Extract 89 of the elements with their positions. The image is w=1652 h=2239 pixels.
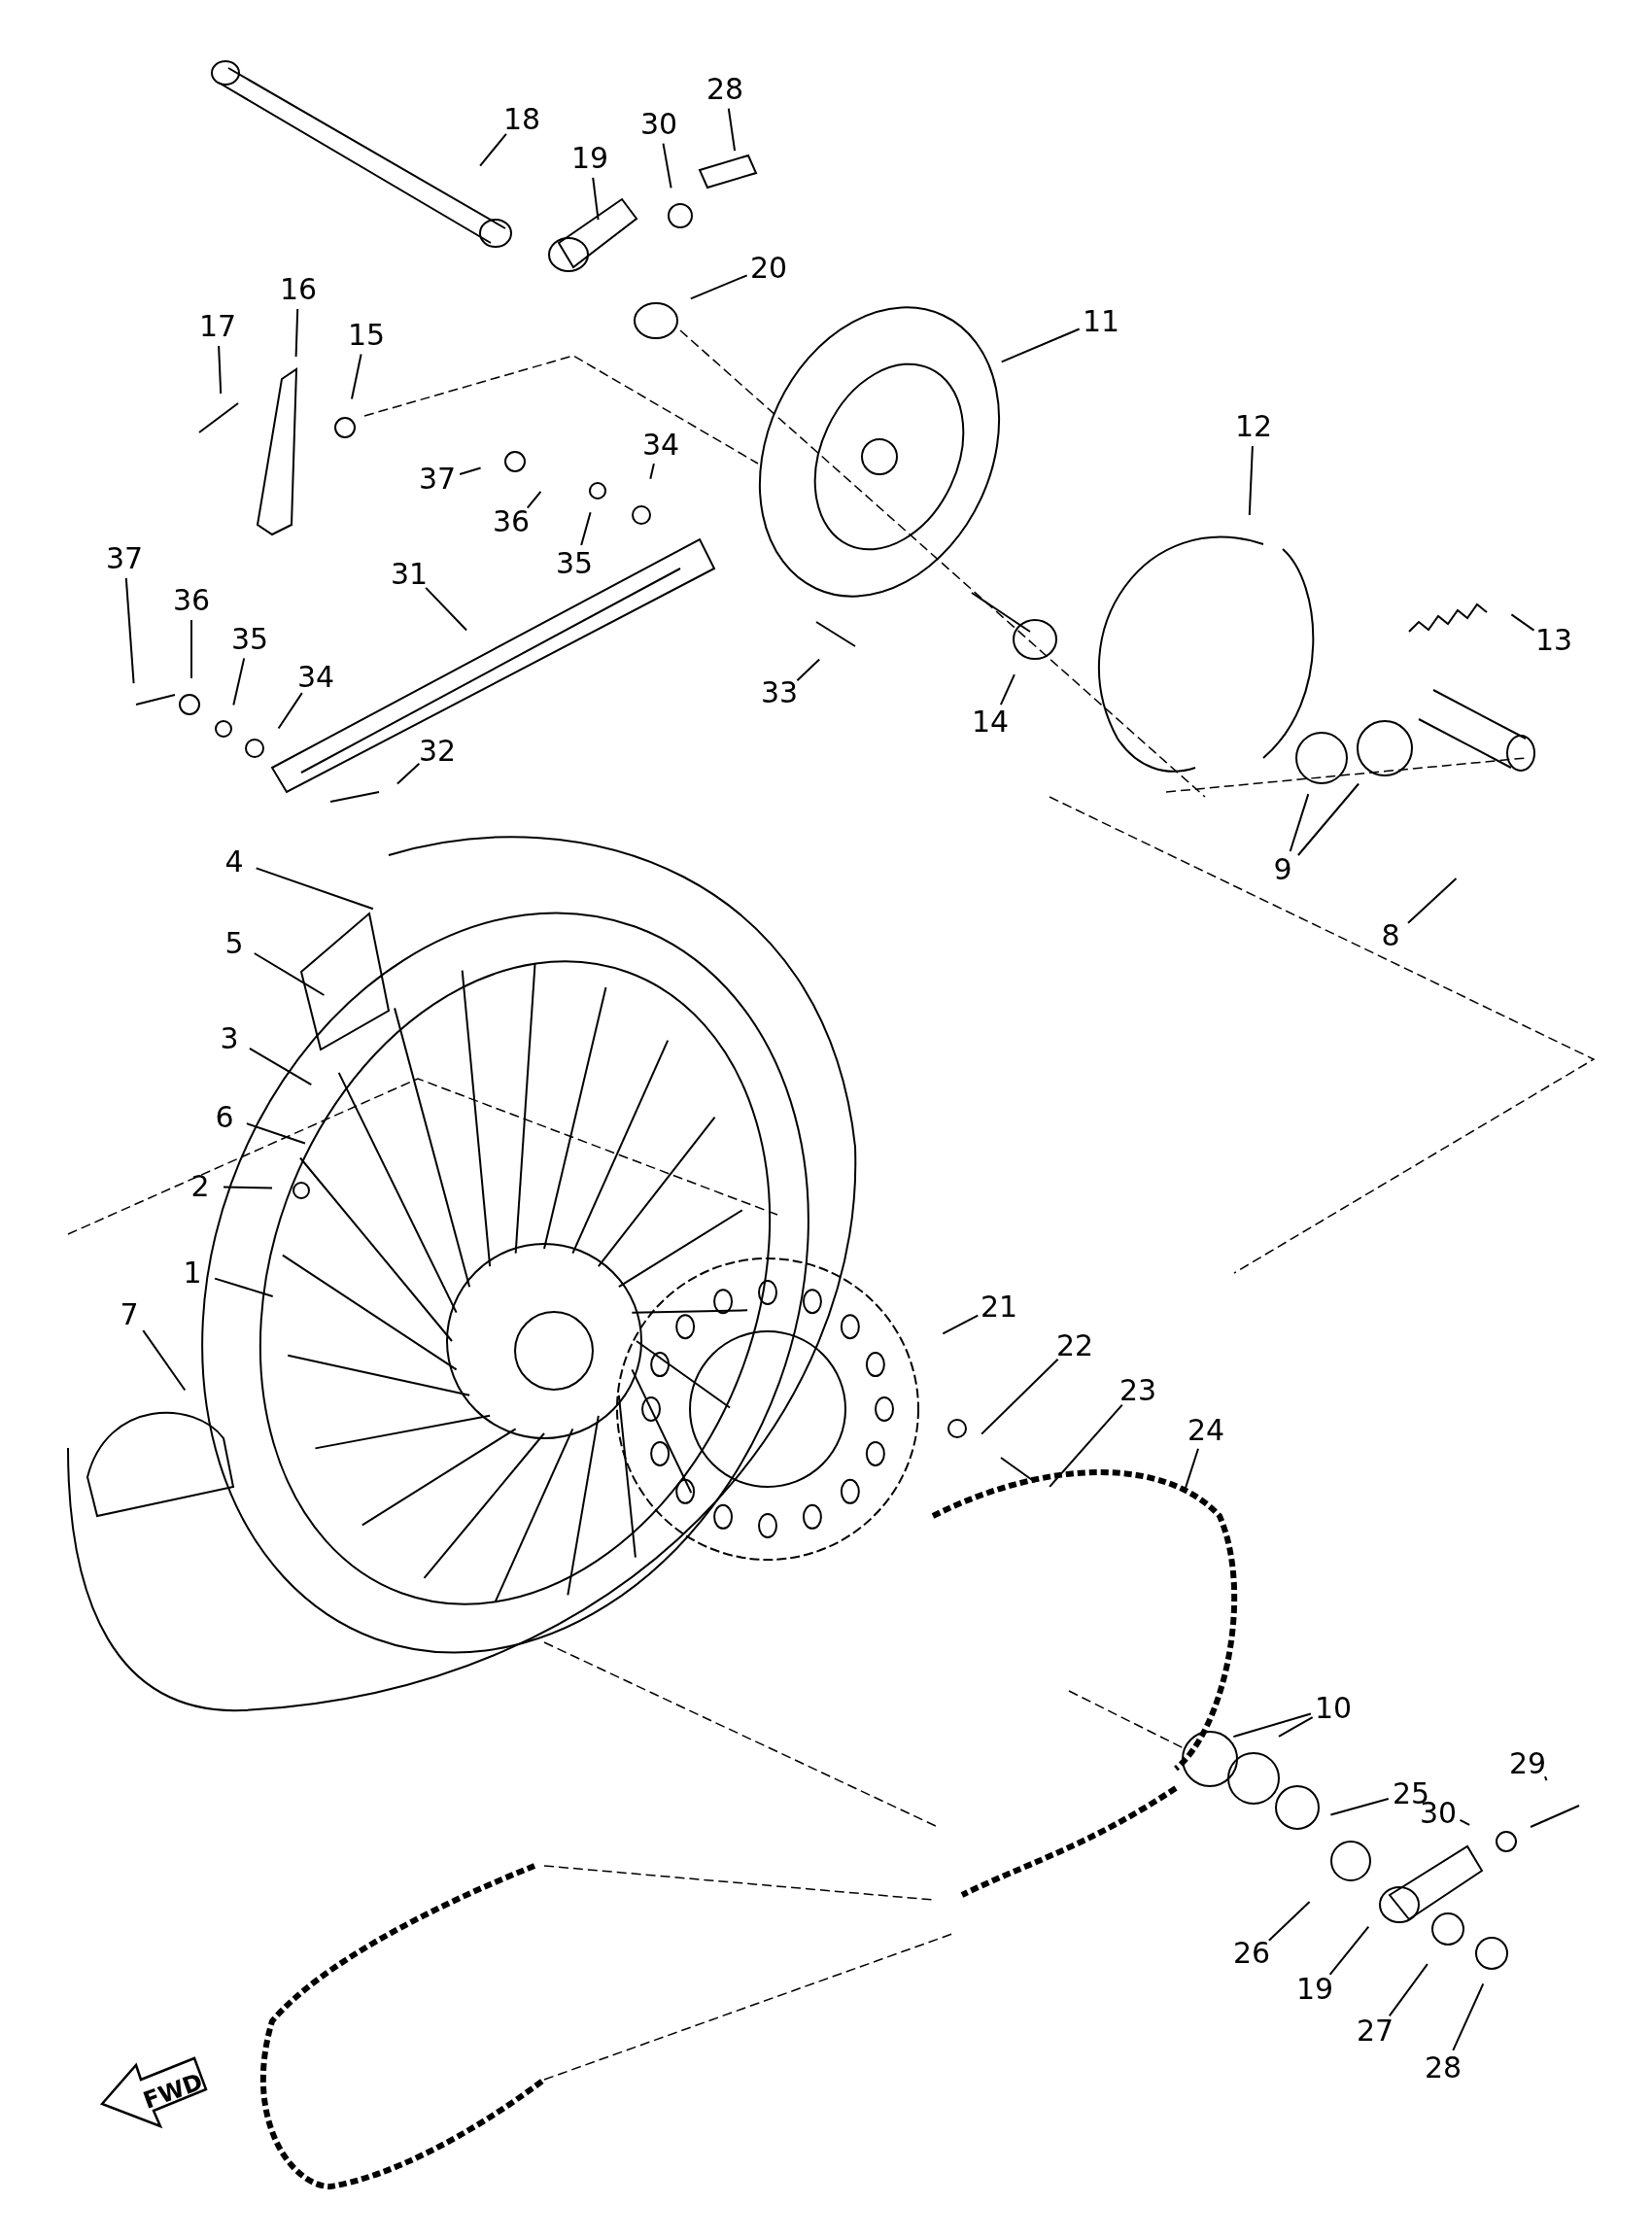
leader-line: [1407, 877, 1458, 924]
callout-number: 28: [1424, 2052, 1463, 2084]
callout-number: 27: [1356, 2015, 1394, 2047]
leader-line: [1452, 1982, 1485, 2051]
callout-number: 31: [390, 559, 429, 590]
callout-number: 23: [1119, 1375, 1157, 1406]
callout-number: 29: [1508, 1748, 1547, 1779]
callout-number: 7: [120, 1299, 139, 1330]
callout-number: 32: [418, 736, 457, 767]
callout-number: 11: [1082, 306, 1120, 337]
leader-line: [223, 1186, 273, 1189]
leader-line: [1329, 1798, 1390, 1816]
leader-line: [592, 176, 600, 222]
leader-line: [142, 1329, 187, 1392]
callout-number: 3: [220, 1023, 239, 1054]
callout-number: 35: [555, 548, 594, 579]
callout-number: 19: [570, 143, 609, 174]
leader-line: [942, 1314, 980, 1335]
leader-line: [1267, 1901, 1311, 1942]
leader-line: [190, 619, 192, 679]
leader-line: [1510, 613, 1535, 632]
callout-number: 6: [215, 1102, 234, 1133]
callout-number: 37: [105, 543, 144, 574]
callout-number: 12: [1234, 411, 1273, 442]
callout-number: 18: [502, 104, 541, 135]
leader-line: [526, 490, 542, 509]
callout-number: 34: [641, 430, 680, 461]
callout-number: 15: [347, 320, 386, 351]
leader-line: [1296, 782, 1360, 856]
leader-line: [253, 952, 326, 996]
leader-line: [1278, 1716, 1314, 1738]
leader-line: [1000, 327, 1081, 363]
leader-line: [294, 308, 299, 358]
callout-number: 30: [639, 109, 678, 140]
leader-line: [277, 692, 303, 730]
callout-number: 35: [230, 624, 269, 655]
leader-line: [248, 1047, 313, 1086]
callout-number: 24: [1187, 1415, 1225, 1446]
leader-line: [1289, 793, 1310, 852]
leader-line: [689, 274, 748, 300]
leader-line: [1248, 445, 1254, 516]
callout-number: 20: [749, 253, 788, 284]
leader-line: [999, 673, 1015, 706]
callout-number: 36: [492, 506, 531, 537]
leader-line: [396, 762, 421, 785]
callout-number: 2: [190, 1171, 210, 1202]
callout-number: 34: [296, 662, 335, 693]
callout-number: 37: [418, 464, 457, 495]
leader-line: [662, 142, 672, 189]
leader-line: [232, 657, 246, 706]
leader-line: [245, 1122, 306, 1145]
leader-line: [214, 1277, 274, 1297]
leader-line: [255, 867, 374, 911]
callout-number: 4: [224, 846, 244, 878]
direction-label: FWD: [139, 2068, 207, 2115]
leader-line: [351, 353, 362, 400]
leader-line: [727, 107, 737, 153]
callout-number: 36: [172, 585, 211, 616]
leader-line: [124, 576, 135, 685]
callout-number: 13: [1534, 625, 1573, 656]
leader-line: [1388, 1963, 1428, 2017]
callout-number: 17: [198, 311, 237, 342]
leader-line: [425, 586, 468, 632]
leader-line: [459, 466, 482, 475]
leader-line: [981, 1358, 1059, 1435]
leader-line: [1232, 1712, 1312, 1739]
leader-line: [580, 511, 592, 546]
callout-number: 33: [760, 677, 799, 708]
callout-number: 5: [224, 928, 244, 959]
callout-number: 8: [1381, 920, 1400, 951]
leader-line: [796, 658, 821, 682]
leader-line: [649, 463, 655, 480]
callout-number: 16: [279, 274, 318, 305]
callout-number: 21: [980, 1292, 1018, 1323]
leader-line: [1459, 1818, 1471, 1826]
callout-number: 10: [1314, 1693, 1353, 1724]
callout-number: 1: [183, 1257, 202, 1289]
callout-number: 19: [1295, 1974, 1334, 2005]
leader-line: [1328, 1925, 1370, 1976]
callout-number: 9: [1273, 854, 1292, 885]
leader-line: [479, 132, 507, 167]
callout-number: 28: [706, 74, 744, 105]
callout-number: 14: [971, 706, 1010, 738]
leader-line: [218, 345, 223, 395]
leader-line: [1185, 1447, 1199, 1489]
callout-number: 22: [1055, 1330, 1094, 1361]
leader-line: [1049, 1403, 1123, 1488]
callout-number: 26: [1232, 1938, 1271, 1969]
leader-line: [1544, 1775, 1548, 1782]
